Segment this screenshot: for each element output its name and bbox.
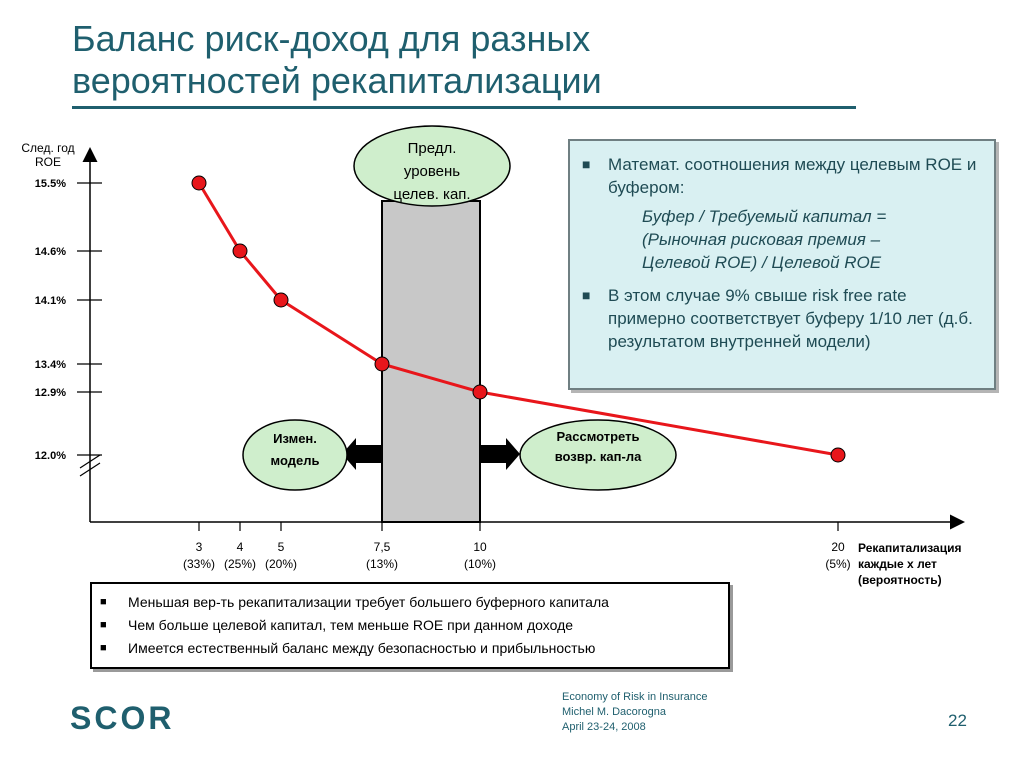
x-axis-title-line-1: Рекапитализация xyxy=(858,541,961,555)
footer-line-3: April 23-24, 2008 xyxy=(562,721,646,733)
series-line xyxy=(197,182,839,457)
info-formula: Буфер / Требуемый капитал = (Рыночная ри… xyxy=(642,205,984,274)
bullet-marker: ■ xyxy=(100,596,107,608)
conclusion-item-2: Чем больше целевой капитал, тем меньше R… xyxy=(128,617,574,633)
info-paragraph-2: В этом случае 9% свыше risk free rate пр… xyxy=(608,286,973,351)
x-tick-probability: (33%) xyxy=(183,557,215,571)
footer: Economy of Risk in Insurance Michel M. D… xyxy=(562,690,708,735)
axis-break xyxy=(79,454,101,477)
y-tick-label: 12.9% xyxy=(35,387,66,399)
bubble-target-capital-line-3: целев. кап. xyxy=(393,186,470,203)
y-ticks: 15.5% 14.6% 14.1% 13.4% 12.9% 12.0% xyxy=(35,178,102,462)
x-axis-title-line-2: каждые х лет xyxy=(858,557,937,571)
x-tick-label: 3 xyxy=(196,540,203,554)
conclusions-box: ■ Меньшая вер-ть рекапитализации требует… xyxy=(90,582,730,669)
x-tick-probability: (5%) xyxy=(825,557,850,571)
bullet-marker: ■ xyxy=(582,287,591,303)
info-box: ■ Математ. соотношения между целевым ROE… xyxy=(568,139,996,390)
conclusion-item-3: Имеется естественный баланс между безопа… xyxy=(128,640,596,656)
x-tick-probability: (13%) xyxy=(366,557,398,571)
conclusion-item-1: Меньшая вер-ть рекапитализации требует б… xyxy=(128,594,609,610)
info-paragraph-1: Математ. соотношения между целевым ROE и… xyxy=(608,155,977,197)
data-point xyxy=(273,292,289,308)
data-point xyxy=(830,447,846,463)
x-ticks: 3 (33%) 4 (25%) 5 (20%) 7,5 (13%) 10 (10%) 20 (5%) xyxy=(183,522,851,571)
bubble-target-capital-line-1: Предл. xyxy=(408,140,457,157)
bubble-change-model-line-2: модель xyxy=(271,453,320,468)
bullet-marker: ■ xyxy=(582,156,591,172)
page-number: 22 xyxy=(948,711,967,730)
y-tick-label: 14.6% xyxy=(35,246,66,258)
y-axis-title-line-2: ROE xyxy=(35,155,61,169)
x-axis-title-line-3: (вероятность) xyxy=(858,573,942,587)
title-line-2: вероятностей рекапитализации xyxy=(72,60,602,101)
y-axis-title-line-1: След. год xyxy=(21,141,74,155)
bubble-return-capital-line-1: Рассмотреть xyxy=(557,429,640,444)
x-tick-label: 5 xyxy=(278,540,285,554)
bubble-target-capital: Предл. уровень целев. кап. xyxy=(353,125,511,207)
data-point xyxy=(374,356,390,372)
info-formula-line-2: (Рыночная рисковая премия – xyxy=(642,230,881,249)
data-point xyxy=(191,175,207,191)
footer-line-1: Economy of Risk in Insurance xyxy=(562,691,708,703)
bubble-return-capital: Рассмотреть возвр. кап-ла xyxy=(519,419,677,491)
bubble-target-capital-line-2: уровень xyxy=(404,163,460,180)
y-tick-label: 13.4% xyxy=(35,359,66,371)
x-tick-label: 4 xyxy=(237,540,244,554)
x-tick-label: 7,5 xyxy=(374,540,391,554)
bubble-return-capital-line-2: возвр. кап-ла xyxy=(555,449,642,464)
page-title: Баланс риск-доход для разных вероятносте… xyxy=(72,18,862,102)
right-arrow xyxy=(480,438,520,470)
left-arrow xyxy=(342,438,382,470)
bullet-marker: ■ xyxy=(100,642,107,654)
scor-logo: SCOR xyxy=(70,700,175,736)
series-points xyxy=(191,175,846,463)
x-tick-probability: (25%) xyxy=(224,557,256,571)
info-formula-line-3: Целевой ROE) / Целевой ROE xyxy=(642,253,882,272)
x-tick-probability: (10%) xyxy=(464,557,496,571)
title-line-1: Баланс риск-доход для разных xyxy=(72,18,591,59)
title-underline xyxy=(72,106,856,109)
y-tick-label: 12.0% xyxy=(35,450,66,462)
bubble-change-model-line-1: Измен. xyxy=(273,431,317,446)
bullet-marker: ■ xyxy=(100,619,107,631)
data-point xyxy=(232,243,248,259)
y-tick-label: 15.5% xyxy=(35,178,66,190)
highlight-band xyxy=(381,200,481,523)
bubble-change-model: Измен. модель xyxy=(242,419,348,491)
footer-line-2: Michel M. Dacorogna xyxy=(562,706,666,718)
x-tick-label: 10 xyxy=(473,540,487,554)
data-point xyxy=(472,384,488,400)
x-tick-probability: (20%) xyxy=(265,557,297,571)
x-tick-label: 20 xyxy=(831,540,845,554)
y-tick-label: 14.1% xyxy=(35,295,66,307)
info-formula-line-1: Буфер / Требуемый капитал = xyxy=(642,207,887,226)
